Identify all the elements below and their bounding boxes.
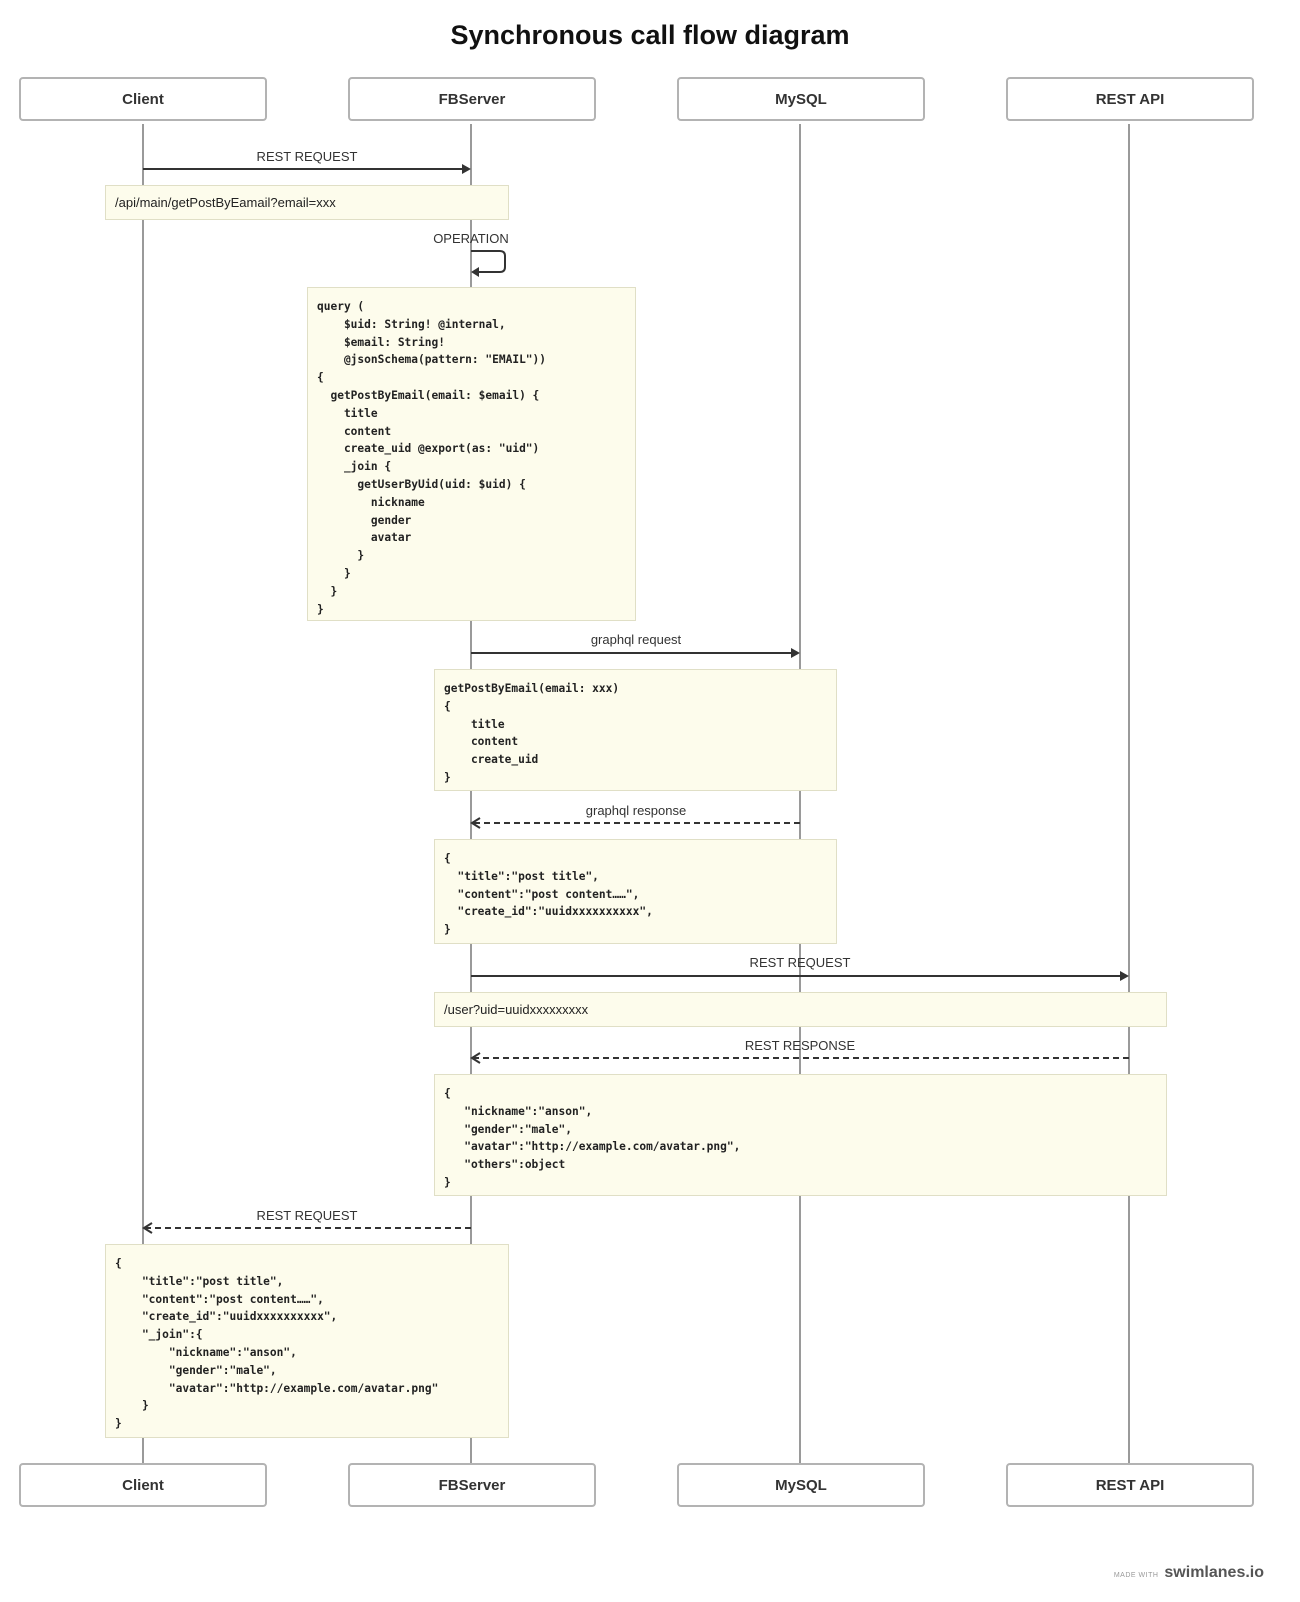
- note-code: { "title":"post title", "content":"post …: [444, 852, 653, 937]
- actor-fbserver-top: FBServer: [348, 77, 596, 121]
- message-label-operation: OPERATION: [433, 231, 509, 246]
- actor-mysql-bottom: MySQL: [677, 1463, 925, 1507]
- arrowhead: [470, 1052, 481, 1064]
- diagram-title: Synchronous call flow diagram: [450, 20, 850, 50]
- note-rest-request-path: /user?uid=uuidxxxxxxxxx: [434, 992, 1167, 1027]
- note-text: /user?uid=uuidxxxxxxxxx: [444, 1002, 589, 1017]
- arrowhead: [471, 267, 479, 277]
- note-graphql-response-body: { "title":"post title", "content":"post …: [434, 839, 837, 944]
- actor-client-top: Client: [19, 77, 267, 121]
- brand-link[interactable]: swimlanes.io: [1164, 1564, 1264, 1581]
- message-label-rest-response: REST RESPONSE: [744, 1038, 856, 1053]
- made-with-label: MADE WITH: [1113, 1572, 1159, 1579]
- lifeline-client: [142, 124, 144, 1498]
- note-client-response-body: { "title":"post title", "content":"post …: [105, 1244, 509, 1438]
- arrowhead: [142, 1222, 153, 1234]
- message-label-rest-request-2: REST REQUEST: [749, 955, 851, 970]
- message-arrow-operation: [471, 250, 506, 273]
- arrowhead: [791, 648, 800, 658]
- actor-client-bottom: Client: [19, 1463, 267, 1507]
- note-operation-query: query ( $uid: String! @internal, $email:…: [307, 287, 636, 621]
- note-code: { "title":"post title", "content":"post …: [115, 1257, 439, 1431]
- note-graphql-request-body: getPostByEmail(email: xxx) { title conte…: [434, 669, 837, 791]
- note-client-request-path: /api/main/getPostByEamail?email=xxx: [105, 185, 509, 220]
- actor-rest-api-bottom: REST API: [1006, 1463, 1254, 1507]
- note-text: /api/main/getPostByEamail?email=xxx: [115, 195, 336, 210]
- note-rest-response-body: { "nickname":"anson", "gender":"male", "…: [434, 1074, 1167, 1196]
- note-code: getPostByEmail(email: xxx) { title conte…: [444, 682, 620, 784]
- message-label-rest-request-1: REST REQUEST: [256, 149, 358, 164]
- lifeline-mysql: [799, 124, 801, 1498]
- arrowhead: [1120, 971, 1129, 981]
- arrowhead: [462, 164, 471, 174]
- message-label-graphql-response: graphql response: [585, 803, 687, 818]
- actor-rest-api-top: REST API: [1006, 77, 1254, 121]
- actor-fbserver-bottom: FBServer: [348, 1463, 596, 1507]
- note-code: query ( $uid: String! @internal, $email:…: [317, 300, 547, 616]
- message-label-rest-request-3: REST REQUEST: [256, 1208, 358, 1223]
- actor-mysql-top: MySQL: [677, 77, 925, 121]
- lifeline-fbserver: [470, 124, 472, 1498]
- footer-credit[interactable]: MADE WITH swimlanes.io: [1114, 1564, 1264, 1582]
- lifeline-rest-api: [1128, 124, 1130, 1498]
- message-label-graphql-request: graphql request: [590, 632, 682, 647]
- arrowhead: [470, 817, 481, 829]
- note-code: { "nickname":"anson", "gender":"male", "…: [444, 1087, 741, 1189]
